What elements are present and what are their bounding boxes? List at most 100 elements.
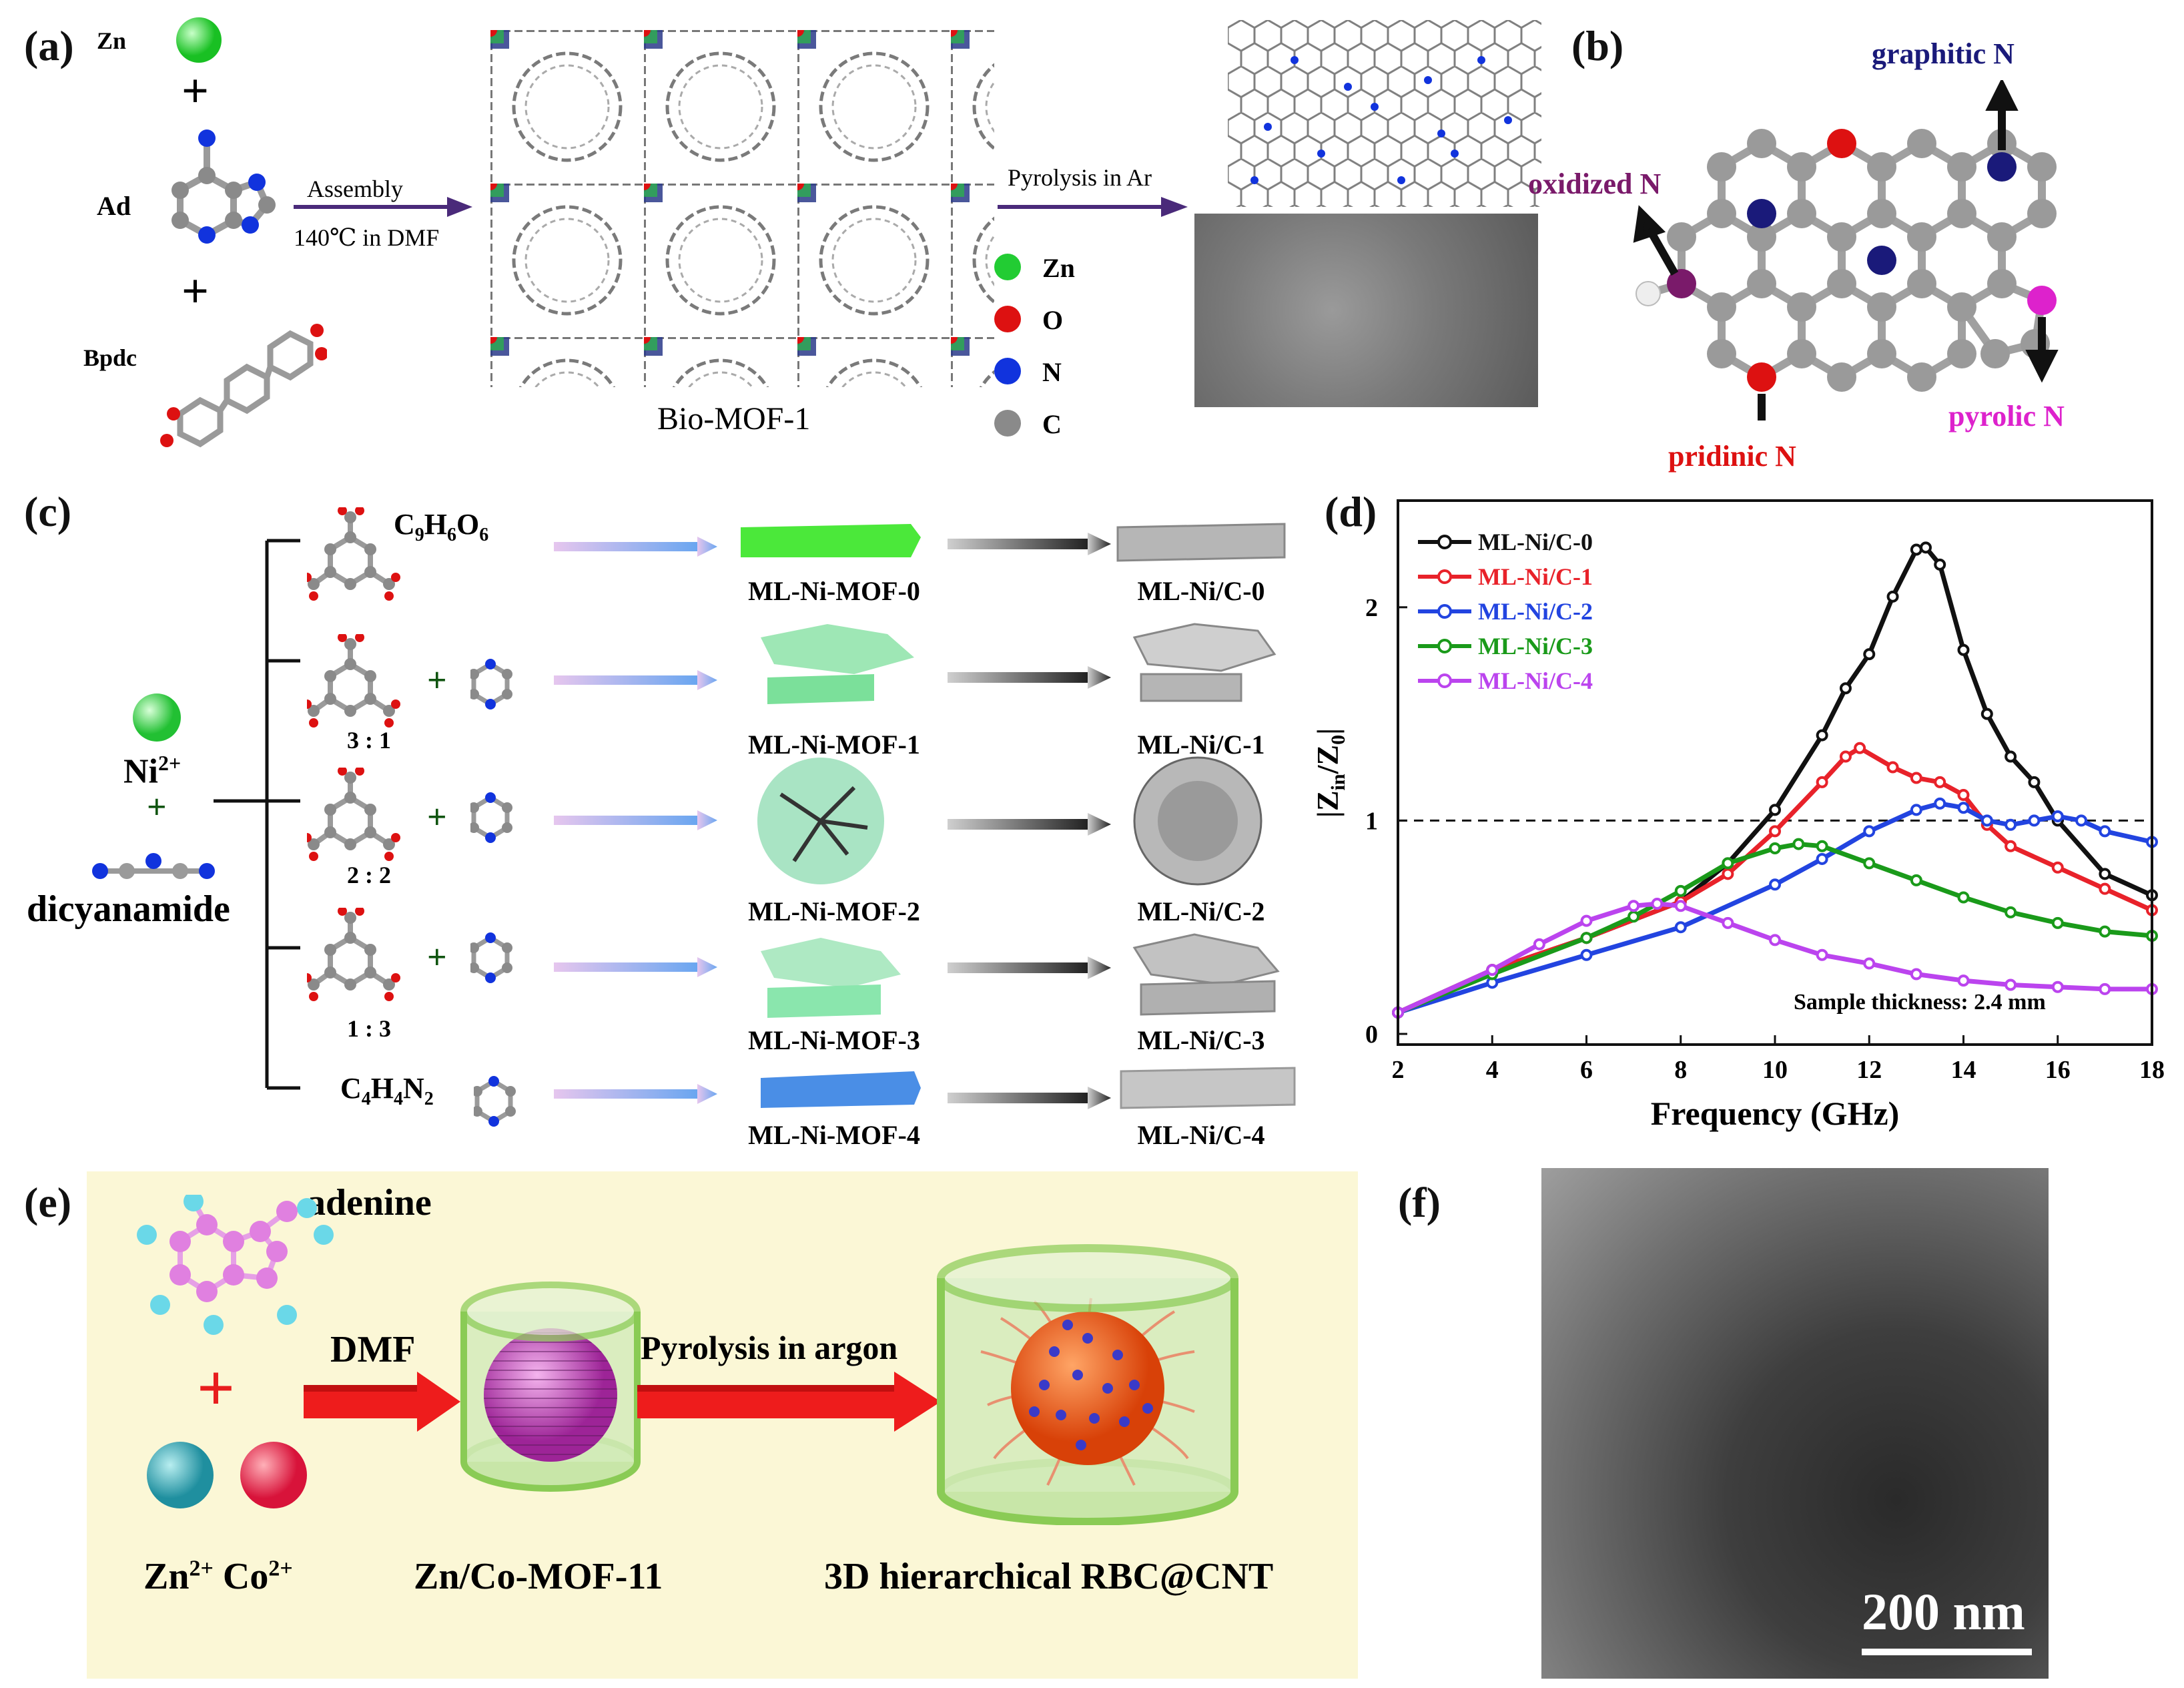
x-tick-label: 14 (1951, 1056, 1976, 1084)
x-tick-label: 6 (1580, 1056, 1593, 1084)
dicyanamide-molecule-icon (92, 853, 215, 879)
mof-label-2: ML-Ni-MOF-2 (748, 896, 920, 926)
x-tick-label: 10 (1762, 1056, 1788, 1084)
series-0-point (2099, 868, 2111, 880)
pyrazine-molecule-row2 (470, 791, 517, 844)
zn-co-mof-11-cylinder (460, 1282, 641, 1492)
pyrolysis-argon-arrow (637, 1372, 941, 1432)
pyrazine-molecule-row1 (470, 657, 517, 711)
btc-molecule-row3 (307, 908, 400, 1001)
x-tick-label: 8 (1674, 1056, 1687, 1084)
x-tick-label: 12 (1856, 1056, 1882, 1084)
zn-co-label: Zn2+ Co2+ (143, 1556, 293, 1597)
chart-ylabel: |Zin/Z0| (1311, 728, 1349, 818)
mof-crystals (741, 524, 921, 1108)
x-tick-label: 4 (1486, 1056, 1499, 1084)
series-4-point (1957, 974, 1970, 987)
series-3-point (1580, 932, 1593, 944)
series-4-point (1533, 938, 1545, 950)
series-0-point (1910, 543, 1922, 556)
series-1-point (1816, 776, 1828, 788)
ratio-row3: 1 : 3 (347, 1015, 391, 1042)
carbon-label-3: ML-Ni/C-3 (1137, 1025, 1265, 1055)
series-1-point (1722, 868, 1734, 880)
series-1-point (2005, 840, 2017, 852)
plus-sign-2: + (181, 264, 210, 318)
mof-label-1: ML-Ni-MOF-1 (748, 730, 920, 760)
series-4-point (1722, 916, 1734, 929)
ratio-row1: 3 : 1 (347, 727, 391, 754)
chart-xlabel: Frequency (GHz) (1651, 1095, 1900, 1132)
pyrolysis-argon-label: Pyrolysis in argon (641, 1329, 898, 1366)
dmf-arrow (304, 1372, 460, 1432)
ad-reactant-label: Ad (97, 191, 131, 221)
legend-c-label: C (1042, 409, 1062, 439)
series-0-point (1863, 648, 1876, 661)
series-3-point (2005, 906, 2017, 918)
btc-molecule-row2 (307, 768, 400, 861)
series-0-point (1934, 558, 1946, 571)
y-tick-label: 2 (1365, 594, 1378, 622)
plus-row3: + (427, 938, 447, 976)
pyrolysis-arrow-label: Pyrolysis in Ar (1008, 164, 1152, 191)
legend-label-4: ML-Ni/C-4 (1478, 667, 1593, 694)
legend-zn-label: Zn (1042, 253, 1075, 283)
n-doped-graphene-sheet (1228, 20, 1541, 207)
legend-marker-3 (1437, 639, 1452, 653)
series-0-point (2005, 750, 2017, 763)
bio-mof-1-label: Bio-MOF-1 (657, 401, 811, 437)
btc-molecule-row1 (307, 634, 400, 728)
c-legend-dot-icon (994, 410, 1021, 437)
series-4-point (2005, 978, 2017, 991)
series-0-point (1980, 708, 1993, 720)
legend-label-1: ML-Ni/C-1 (1478, 563, 1593, 590)
series-4-point (1627, 900, 1640, 912)
ni-ion-icon (133, 693, 181, 742)
series-1-point (1886, 761, 1899, 774)
legend-label-3: ML-Ni/C-3 (1478, 633, 1593, 659)
n-legend-dot-icon (994, 358, 1021, 384)
series-4-point (1769, 934, 1781, 946)
panel-c-label: (c) (24, 488, 72, 535)
assembly-arrow (294, 197, 472, 217)
carbon-label-1: ML-Ni/C-1 (1137, 730, 1265, 760)
series-2-point (1769, 878, 1781, 891)
mof-label-3: ML-Ni-MOF-3 (748, 1025, 920, 1055)
zn-co-mof-11-label: Zn/Co-MOF-11 (414, 1556, 663, 1597)
series-3-point (1769, 842, 1781, 854)
dicyanamide-label: dicyanamide (27, 888, 230, 930)
chart-annotation: Sample thickness: 2.4 mm (1794, 990, 2046, 1015)
series-2-point (1816, 852, 1828, 865)
series-3-point (1957, 891, 1970, 904)
bio-mof-1-structure (490, 30, 994, 387)
plus-row1: + (427, 661, 447, 699)
carbon-label-4: ML-Ni/C-4 (1137, 1120, 1265, 1150)
plus-sign-1: + (181, 64, 210, 117)
series-3-point (1627, 910, 1640, 923)
series-4-point (1816, 948, 1828, 961)
series-0-point (2028, 776, 2041, 788)
adenine-label: adenine (307, 1182, 432, 1223)
scalebar-label: 200 nm (1862, 1583, 2025, 1641)
series-2-point (1580, 948, 1593, 961)
series-2-point (2051, 810, 2064, 823)
branch-lines (214, 539, 300, 1090)
ni-ion-label: Ni2+ (123, 751, 181, 791)
series-4-point (1674, 900, 1687, 912)
plus-sign-e: + (197, 1351, 235, 1425)
tem-image-f (1541, 1168, 2049, 1679)
adenine-ball-stick-icon (137, 1195, 334, 1335)
carbon-label-2: ML-Ni/C-2 (1137, 896, 1265, 926)
series-line-1 (1397, 746, 2153, 1015)
n-doped-carbon-model (1633, 80, 2059, 420)
legend-marker-1 (1437, 569, 1452, 584)
series-0-point (1839, 682, 1852, 695)
carbon-label-0: ML-Ni/C-0 (1137, 576, 1265, 606)
series-0-point (1769, 804, 1781, 816)
x-tick-label: 18 (2139, 1056, 2165, 1084)
series-4-point (2051, 980, 2064, 993)
pridinic-n-label: pridinic N (1668, 440, 1796, 473)
mof-label-4: ML-Ni-MOF-4 (748, 1120, 920, 1150)
series-1-point (2099, 882, 2111, 895)
